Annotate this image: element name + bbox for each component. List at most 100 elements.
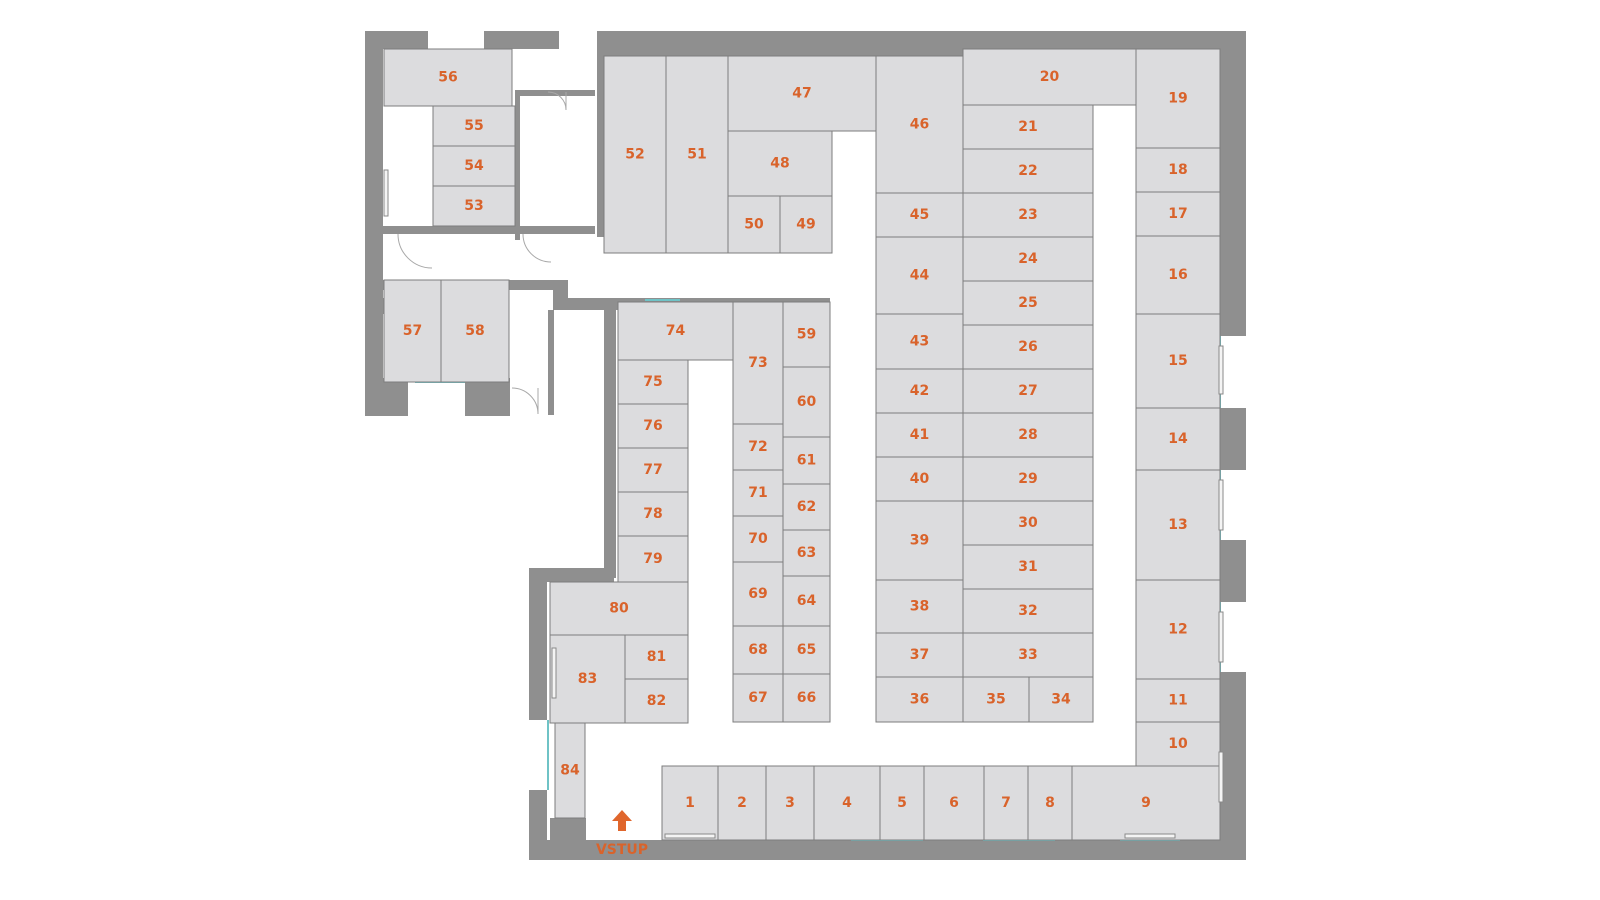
storage-unit-65[interactable]: 65 [782,625,831,675]
storage-unit-50[interactable]: 50 [727,195,781,254]
storage-unit-box[interactable] [617,359,689,405]
storage-unit-box[interactable] [962,588,1094,634]
storage-unit-box[interactable] [432,185,516,227]
storage-unit-80[interactable]: 80 [549,581,689,636]
storage-unit-box[interactable] [782,673,831,723]
storage-unit-box[interactable] [549,581,689,636]
storage-unit-19[interactable]: 19 [1135,48,1221,149]
storage-unit-11[interactable]: 11 [1135,678,1221,723]
storage-unit-18[interactable]: 18 [1135,147,1221,193]
storage-unit-81[interactable]: 81 [624,634,689,680]
storage-unit-57[interactable]: 57 [383,279,442,383]
storage-unit-box[interactable] [617,447,689,493]
storage-unit-20[interactable]: 20 [962,48,1137,106]
storage-unit-box[interactable] [617,535,689,583]
storage-unit-box[interactable] [962,544,1094,590]
storage-unit-38[interactable]: 38 [875,579,964,634]
storage-unit-41[interactable]: 41 [875,412,964,458]
storage-unit-box[interactable] [624,634,689,680]
storage-unit-31[interactable]: 31 [962,544,1094,590]
storage-unit-box[interactable] [617,403,689,449]
storage-unit-68[interactable]: 68 [732,625,784,675]
storage-unit-36[interactable]: 36 [875,676,964,723]
storage-unit-box[interactable] [1135,407,1221,471]
storage-unit-box[interactable] [732,561,784,627]
storage-unit-box[interactable] [875,500,964,581]
storage-unit-box[interactable] [1135,313,1221,409]
storage-unit-box[interactable] [875,236,964,315]
storage-unit-box[interactable] [727,55,877,132]
storage-unit-box[interactable] [1135,721,1221,767]
storage-unit-box[interactable] [1135,191,1221,237]
storage-unit-box[interactable] [1135,678,1221,723]
storage-unit-box[interactable] [782,366,831,438]
storage-unit-60[interactable]: 60 [782,366,831,438]
storage-unit-23[interactable]: 23 [962,192,1094,238]
storage-unit-7[interactable]: 7 [983,765,1029,841]
storage-unit-box[interactable] [962,104,1094,150]
storage-unit-box[interactable] [875,55,964,194]
storage-unit-box[interactable] [432,145,516,187]
storage-unit-25[interactable]: 25 [962,280,1094,326]
storage-unit-77[interactable]: 77 [617,447,689,493]
storage-unit-box[interactable] [962,324,1094,370]
storage-unit-box[interactable] [962,192,1094,238]
storage-unit-box[interactable] [617,491,689,537]
storage-unit-box[interactable] [782,483,831,531]
storage-unit-box[interactable] [624,678,689,724]
storage-unit-box[interactable] [813,765,881,841]
storage-unit-13[interactable]: 13 [1135,469,1221,581]
storage-unit-21[interactable]: 21 [962,104,1094,150]
storage-unit-box[interactable] [732,301,784,425]
storage-unit-box[interactable] [765,765,815,841]
storage-unit-56[interactable]: 56 [383,48,513,107]
storage-unit-46[interactable]: 46 [875,55,964,194]
storage-unit-34[interactable]: 34 [1028,676,1094,723]
storage-unit-box[interactable] [875,456,964,502]
storage-unit-26[interactable]: 26 [962,324,1094,370]
storage-unit-71[interactable]: 71 [732,469,784,517]
storage-unit-79[interactable]: 79 [617,535,689,583]
storage-unit-box[interactable] [782,436,831,485]
storage-unit-box[interactable] [962,236,1094,282]
storage-unit-30[interactable]: 30 [962,500,1094,546]
storage-unit-76[interactable]: 76 [617,403,689,449]
storage-unit-58[interactable]: 58 [440,279,510,383]
storage-unit-box[interactable] [732,423,784,471]
storage-unit-box[interactable] [962,412,1094,458]
storage-unit-box[interactable] [432,105,516,147]
storage-unit-box[interactable] [782,575,831,627]
storage-unit-box[interactable] [983,765,1029,841]
storage-unit-83[interactable]: 83 [549,634,626,724]
storage-unit-55[interactable]: 55 [432,105,516,147]
storage-unit-box[interactable] [875,579,964,634]
storage-unit-2[interactable]: 2 [717,765,767,841]
storage-unit-61[interactable]: 61 [782,436,831,485]
storage-unit-29[interactable]: 29 [962,456,1094,502]
storage-unit-53[interactable]: 53 [432,185,516,227]
storage-unit-box[interactable] [879,765,925,841]
storage-unit-box[interactable] [732,625,784,675]
storage-unit-9[interactable]: 9 [1071,765,1221,841]
storage-unit-box[interactable] [617,301,734,361]
storage-unit-17[interactable]: 17 [1135,191,1221,237]
storage-unit-box[interactable] [665,55,729,254]
storage-unit-box[interactable] [779,195,833,254]
storage-unit-52[interactable]: 52 [603,55,667,254]
storage-unit-40[interactable]: 40 [875,456,964,502]
storage-unit-box[interactable] [717,765,767,841]
storage-unit-22[interactable]: 22 [962,148,1094,194]
storage-unit-72[interactable]: 72 [732,423,784,471]
storage-unit-6[interactable]: 6 [923,765,985,841]
storage-unit-44[interactable]: 44 [875,236,964,315]
storage-unit-64[interactable]: 64 [782,575,831,627]
storage-unit-14[interactable]: 14 [1135,407,1221,471]
storage-unit-box[interactable] [661,765,719,841]
storage-unit-82[interactable]: 82 [624,678,689,724]
storage-unit-54[interactable]: 54 [432,145,516,187]
storage-unit-box[interactable] [440,279,510,383]
storage-unit-16[interactable]: 16 [1135,235,1221,315]
storage-unit-70[interactable]: 70 [732,515,784,563]
storage-unit-box[interactable] [782,529,831,577]
storage-unit-box[interactable] [962,368,1094,414]
